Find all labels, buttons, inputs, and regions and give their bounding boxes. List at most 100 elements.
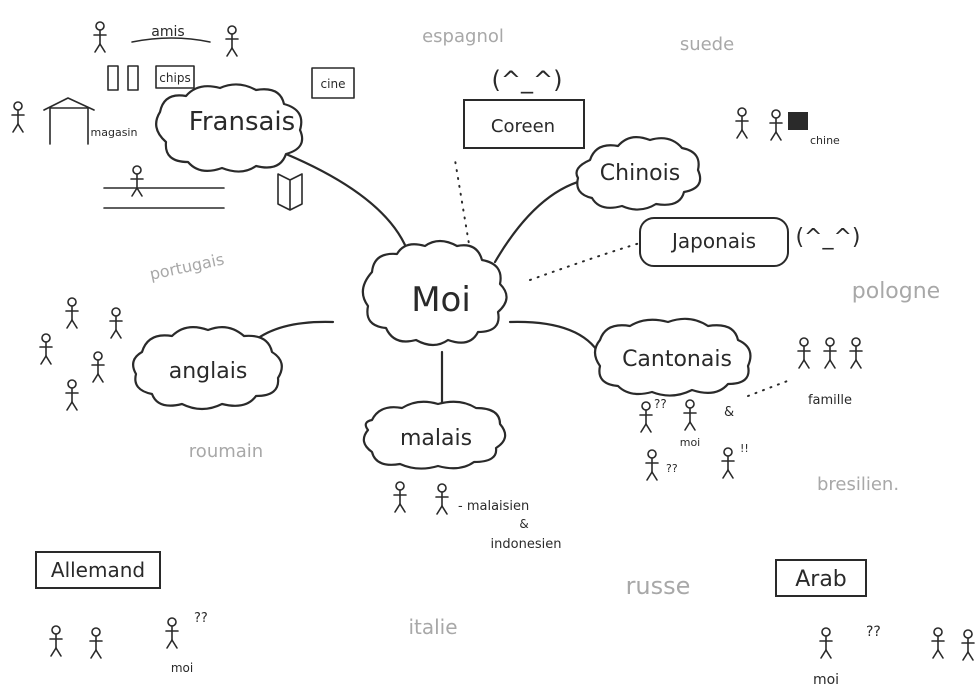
francais-cloud (155, 83, 304, 173)
stick-figure (823, 337, 837, 369)
stick-figure (721, 447, 735, 479)
stick-figure (769, 109, 783, 141)
coreen-emoticon: (^_^) (492, 66, 563, 94)
chinois-cloud (575, 135, 702, 211)
allemand-label: Allemand (51, 558, 145, 582)
bottle-icon (107, 65, 119, 91)
ampersand-label: & (519, 517, 528, 531)
arab-doodles: ?? moi (813, 624, 975, 688)
anglais-cloud (131, 325, 283, 411)
flag-icon (788, 112, 808, 130)
chinois-doodles: chine (735, 107, 840, 147)
moi-label: moi (171, 661, 193, 675)
amis-arrow (131, 37, 211, 43)
dotted-arrow (747, 379, 791, 397)
faint-pologne: pologne (852, 279, 940, 304)
malais-cloud (362, 400, 507, 470)
bubble-japonais[interactable]: Japonais (639, 217, 789, 267)
stick-figure (849, 337, 863, 369)
question-marks: ?? (866, 624, 881, 640)
cine-label: cine (321, 77, 346, 91)
bubble-cantonais[interactable]: Cantonais (593, 317, 752, 397)
center-label: Moi (411, 280, 471, 320)
ampersand-label: & (724, 405, 734, 420)
anglais-doodles (39, 297, 123, 411)
stick-figure (89, 627, 103, 659)
connector-coreen (454, 159, 471, 251)
cine-box (311, 67, 355, 99)
bottle-icon (127, 65, 139, 91)
stick-figure (65, 297, 79, 329)
stick-figure (91, 351, 105, 383)
stick-figure (109, 307, 123, 339)
box-allemand[interactable]: Allemand (35, 551, 161, 589)
question-marks: ?? (666, 462, 678, 475)
stick-figure (393, 481, 407, 513)
connector-japonais (529, 242, 641, 281)
japonais-emoticon: (^_^) (795, 225, 860, 250)
malaisien-label: - malaisien (458, 499, 529, 514)
anglais-label: anglais (169, 359, 248, 384)
moi-label: moi (813, 672, 839, 688)
indonesien-label: indonesien (491, 537, 562, 552)
coreen-label: Coreen (491, 116, 555, 137)
stick-figure (797, 337, 811, 369)
chips-label: chips (159, 71, 190, 85)
japonais-label: Japonais (670, 229, 756, 253)
question-marks: ?? (194, 611, 208, 626)
center-bubble[interactable]: Moi (361, 239, 508, 347)
faint-portugais: portugais (148, 249, 226, 283)
stick-figure (39, 333, 53, 365)
stick-figure (931, 627, 945, 659)
faint-italie: italie (408, 615, 457, 639)
stick-figure (130, 165, 144, 197)
japonais-box (639, 217, 789, 267)
stick-figure (435, 483, 449, 515)
stick-figure (639, 401, 653, 433)
francais-label: Fransais (189, 107, 295, 137)
stick-figure (65, 379, 79, 411)
faint-suede: suede (680, 34, 734, 55)
allemand-box (35, 551, 161, 589)
cantonais-doodles: famille ?? moi & ?? !! (639, 337, 863, 481)
stick-figure (735, 107, 749, 139)
francais-doodles: amis chips cine magasin (11, 21, 355, 211)
arab-label: Arab (795, 567, 847, 592)
question-marks: ?? (654, 397, 667, 411)
center-cloud (361, 239, 508, 347)
bubble-francais[interactable]: Fransais (155, 83, 304, 173)
bubble-malais[interactable]: malais (362, 400, 507, 470)
malais-doodles: - malaisien & indonesien (393, 481, 562, 552)
chips-box (155, 65, 195, 89)
coreen-box (463, 99, 585, 149)
stick-figure (819, 627, 833, 659)
allemand-doodles: ?? moi (49, 611, 208, 675)
stick-figure (961, 629, 975, 661)
stick-figure (49, 625, 63, 657)
bubble-anglais[interactable]: anglais (131, 325, 283, 411)
stick-figure (165, 617, 179, 649)
bubble-chinois[interactable]: Chinois (575, 135, 702, 211)
faint-russe: russe (626, 572, 691, 600)
connector-cantonais (508, 320, 602, 357)
stick-figure (11, 101, 25, 133)
malais-label: malais (400, 426, 472, 451)
amis-label: amis (151, 24, 184, 40)
cantonais-cloud (593, 317, 752, 397)
stick-figure (225, 25, 239, 57)
stick-figure (93, 21, 107, 53)
stick-figure (683, 399, 697, 431)
bubble-coreen[interactable]: Coreen (463, 99, 585, 149)
faint-espagnol: espagnol (422, 26, 504, 47)
chinois-label: Chinois (600, 161, 680, 186)
famille-label: famille (808, 393, 852, 408)
box-arab[interactable]: Arab (775, 559, 867, 597)
arab-box (775, 559, 867, 597)
chine-label: chine (810, 134, 840, 147)
faint-roumain: roumain (189, 441, 263, 462)
magasin-label: magasin (91, 126, 138, 139)
stick-figure (645, 449, 659, 481)
moi-label: moi (680, 436, 701, 449)
exclamation-marks: !! (740, 442, 749, 455)
